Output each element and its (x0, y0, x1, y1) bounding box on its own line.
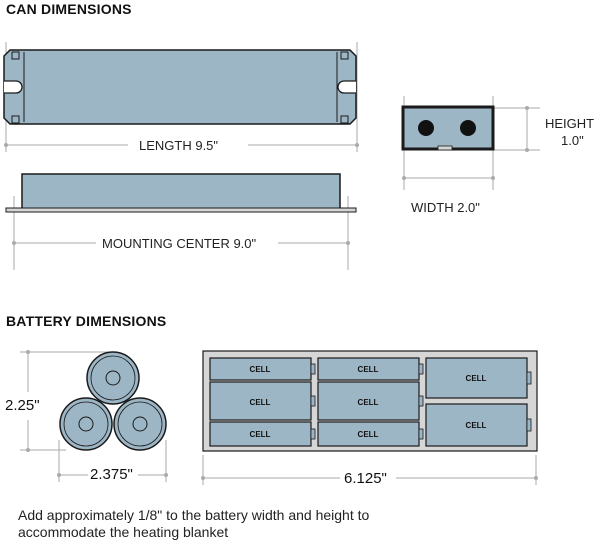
battery-height-label: 2.25" (5, 397, 40, 414)
cell-label: CELL (358, 430, 379, 439)
length-label: LENGTH 9.5" (139, 138, 219, 153)
can-end-view (401, 96, 540, 190)
cell-label: CELL (250, 365, 271, 374)
cell-label: CELL (466, 421, 487, 430)
width-label: WIDTH 2.0" (411, 200, 480, 215)
can-dimensions-title: CAN DIMENSIONS (6, 1, 132, 17)
can-side-view (5, 173, 357, 270)
battery-pack (201, 350, 538, 485)
pack-width-label: 6.125" (344, 470, 387, 487)
cell-label: CELL (466, 374, 487, 383)
cell-label: CELL (358, 365, 379, 374)
heating-blanket-note: Add approximately 1/8" to the battery wi… (18, 507, 438, 541)
cell-label: CELL (250, 430, 271, 439)
cluster-width-label: 2.375" (90, 466, 133, 483)
battery-dimensions-title: BATTERY DIMENSIONS (6, 313, 167, 329)
mounting-center-label: MOUNTING CENTER 9.0" (102, 236, 257, 251)
note-line-1: Add approximately 1/8" to the battery wi… (18, 507, 370, 523)
can-top-view (3, 42, 359, 152)
cell-label: CELL (358, 398, 379, 407)
cell-label: CELL (250, 398, 271, 407)
note-line-2: accommodate the heating blanket (18, 524, 229, 540)
height-word-label: HEIGHT (545, 116, 595, 131)
battery-cluster (20, 350, 168, 482)
height-value-label: 1.0" (561, 133, 584, 148)
